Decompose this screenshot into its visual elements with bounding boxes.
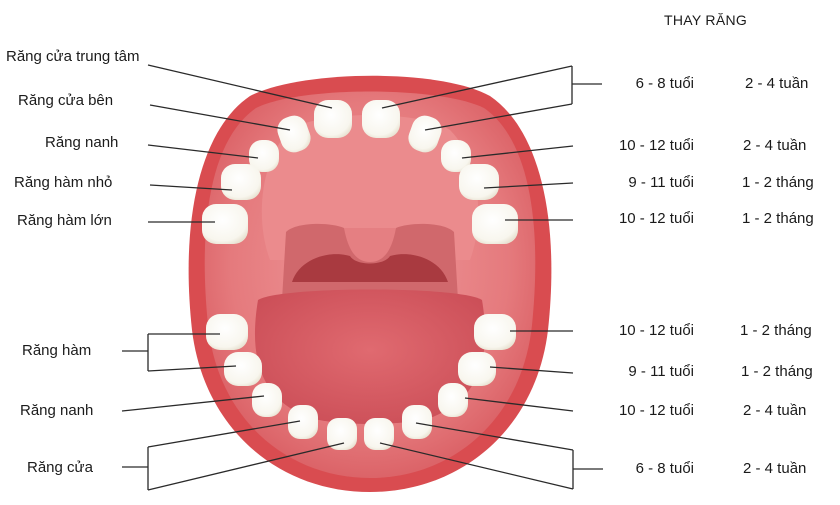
label-molar: Răng hàm lớn [17,212,112,229]
lower-age-2: 9 - 11 tuổi [628,363,694,380]
label-lateral-incisor: Răng cửa bên [18,92,114,109]
upper-duration-4: 1 - 2 tháng [742,210,814,227]
lower-age-4: 6 - 8 tuổi [635,460,694,477]
upper-age-4: 10 - 12 tuổi [618,210,694,227]
lower-duration-2: 1 - 2 tháng [741,363,813,380]
upper-duration-2: 2 - 4 tuần [743,137,807,154]
lower-duration-1: 1 - 2 tháng [740,322,812,339]
label-canine-lower: Răng nanh [20,402,94,419]
lower-duration-3: 2 - 4 tuần [743,402,807,419]
lower-duration-4: 2 - 4 tuần [743,460,807,477]
page-title: THAY RĂNG [664,12,748,28]
leader-lines [121,64,603,491]
upper-duration-3: 1 - 2 tháng [742,174,814,191]
label-premolar: Răng hàm nhỏ [14,174,113,191]
upper-age-2: 10 - 12 tuổi [618,137,694,154]
tongue [254,289,486,424]
upper-duration-1: 2 - 4 tuần [745,75,809,92]
uvula [344,228,396,262]
lower-teeth [206,314,516,450]
upper-age-3: 9 - 11 tuổi [628,174,694,191]
throat-dark [292,254,448,282]
label-canine-upper: Răng nanh [45,134,119,151]
label-central-incisor: Răng cửa trung tâm [6,48,140,65]
upper-teeth [202,100,518,244]
upper-age-1: 6 - 8 tuổi [635,75,694,92]
lower-age-1: 10 - 12 tuổi [618,322,694,339]
label-incisor-lower: Răng cửa [27,459,93,476]
label-molar-lower: Răng hàm [22,342,92,359]
lower-age-3: 10 - 12 tuổi [618,402,694,419]
